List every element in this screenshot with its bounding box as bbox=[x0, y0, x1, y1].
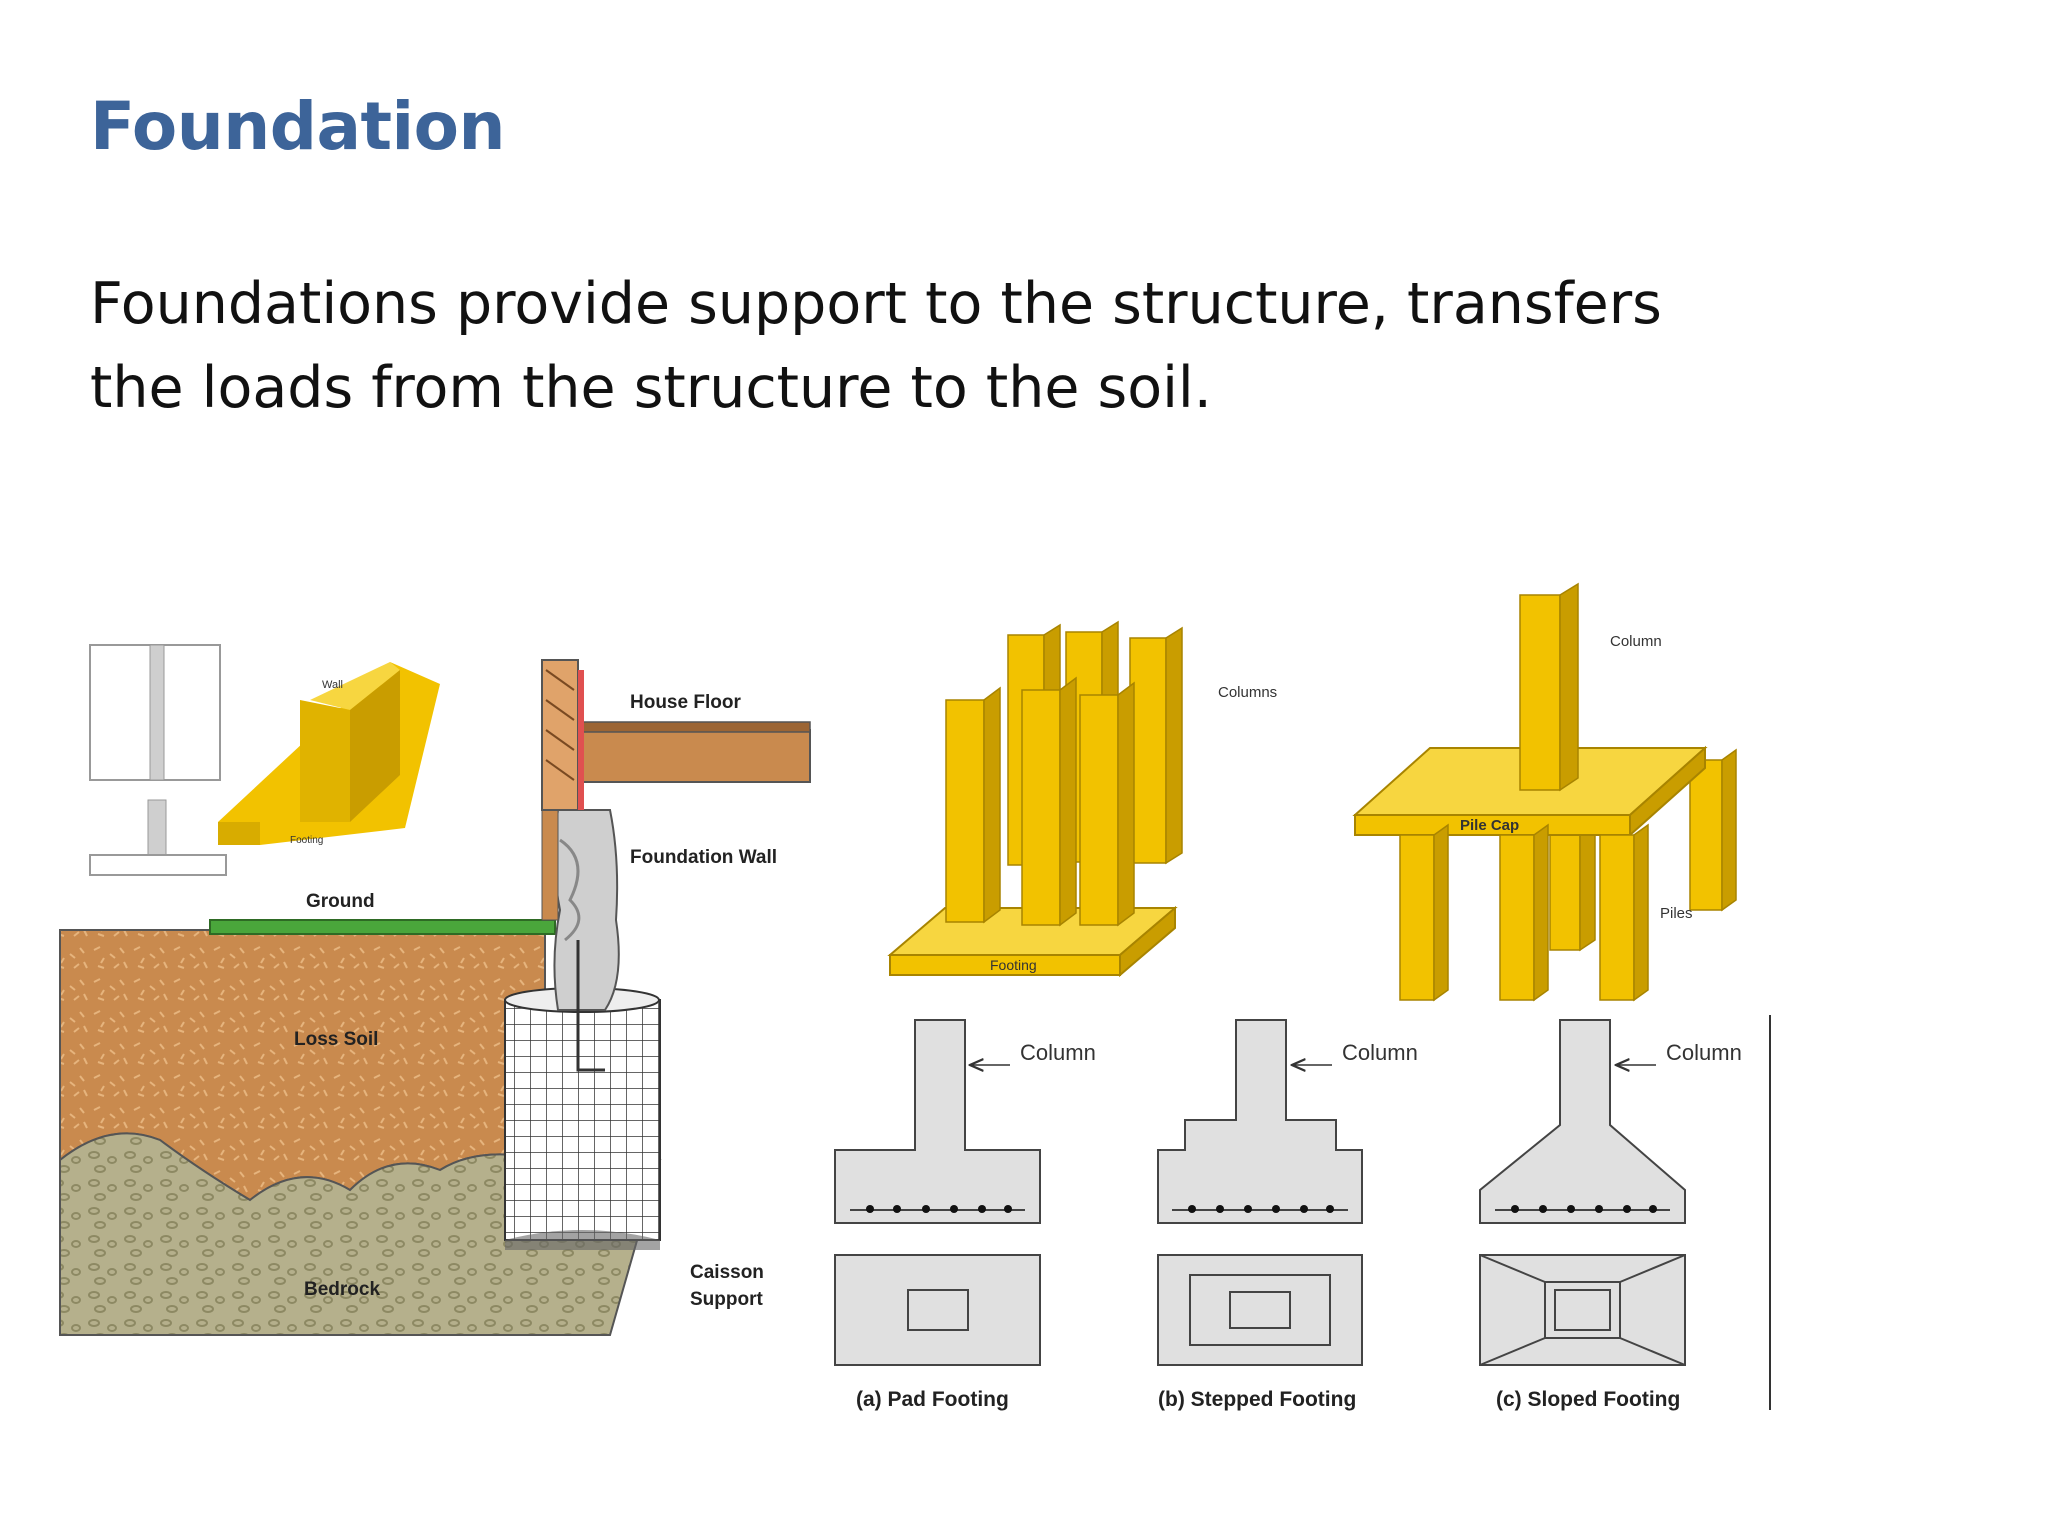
sloped-footing: Column (c) Sloped Footing bbox=[1479, 1019, 1742, 1411]
loss-soil-label: Loss Soil bbox=[294, 1029, 378, 1050]
foundation-figure: Wall Footing House Floor Foundation Wall… bbox=[59, 582, 1771, 1411]
columns-label: Columns bbox=[1218, 684, 1277, 701]
raft-footing-illustration: Columns Footing bbox=[887, 620, 1277, 978]
piles-label: Piles bbox=[1660, 905, 1693, 922]
pile-cap-label: Pile Cap bbox=[1460, 817, 1519, 834]
caisson-illustration: House Floor Foundation Wall Ground Loss … bbox=[59, 659, 811, 1336]
body-text: Foundations provide support to the struc… bbox=[90, 262, 1790, 430]
pad-footing: Column (a) Pad Footing bbox=[834, 1019, 1096, 1411]
wall-footing-label: Footing bbox=[290, 835, 323, 846]
stepped-footing-caption: (b) Stepped Footing bbox=[1158, 1388, 1356, 1411]
support-label: Support bbox=[690, 1289, 763, 1310]
stepped-footing: Column (b) Stepped Footing bbox=[1157, 1019, 1418, 1411]
raft-footing-label: Footing bbox=[990, 957, 1037, 973]
footing-types: Column (a) Pad Footing Column (b) Steppe… bbox=[834, 1015, 1771, 1411]
sloped-column-label: Column bbox=[1666, 1040, 1742, 1065]
foundation-wall-label: Foundation Wall bbox=[630, 847, 777, 868]
body-line-2: the loads from the structure to the soil… bbox=[90, 355, 1212, 421]
pile-cap-illustration: Column Pile Cap Piles bbox=[1352, 582, 1737, 1002]
pad-column-label: Column bbox=[1020, 1040, 1096, 1065]
wall-footing-illustration: Wall Footing bbox=[89, 644, 440, 876]
body-line-1: Foundations provide support to the struc… bbox=[90, 271, 1662, 337]
house-floor-label: House Floor bbox=[630, 692, 741, 713]
bedrock-label: Bedrock bbox=[304, 1279, 380, 1300]
page-title: Foundation bbox=[90, 88, 506, 165]
pad-footing-caption: (a) Pad Footing bbox=[856, 1388, 1009, 1411]
pile-column-label: Column bbox=[1610, 633, 1662, 650]
caisson-label: Caisson bbox=[690, 1262, 764, 1283]
stepped-column-label: Column bbox=[1342, 1040, 1418, 1065]
sloped-footing-caption: (c) Sloped Footing bbox=[1496, 1388, 1680, 1411]
wall-label: Wall bbox=[322, 679, 343, 691]
ground-label: Ground bbox=[306, 891, 375, 912]
